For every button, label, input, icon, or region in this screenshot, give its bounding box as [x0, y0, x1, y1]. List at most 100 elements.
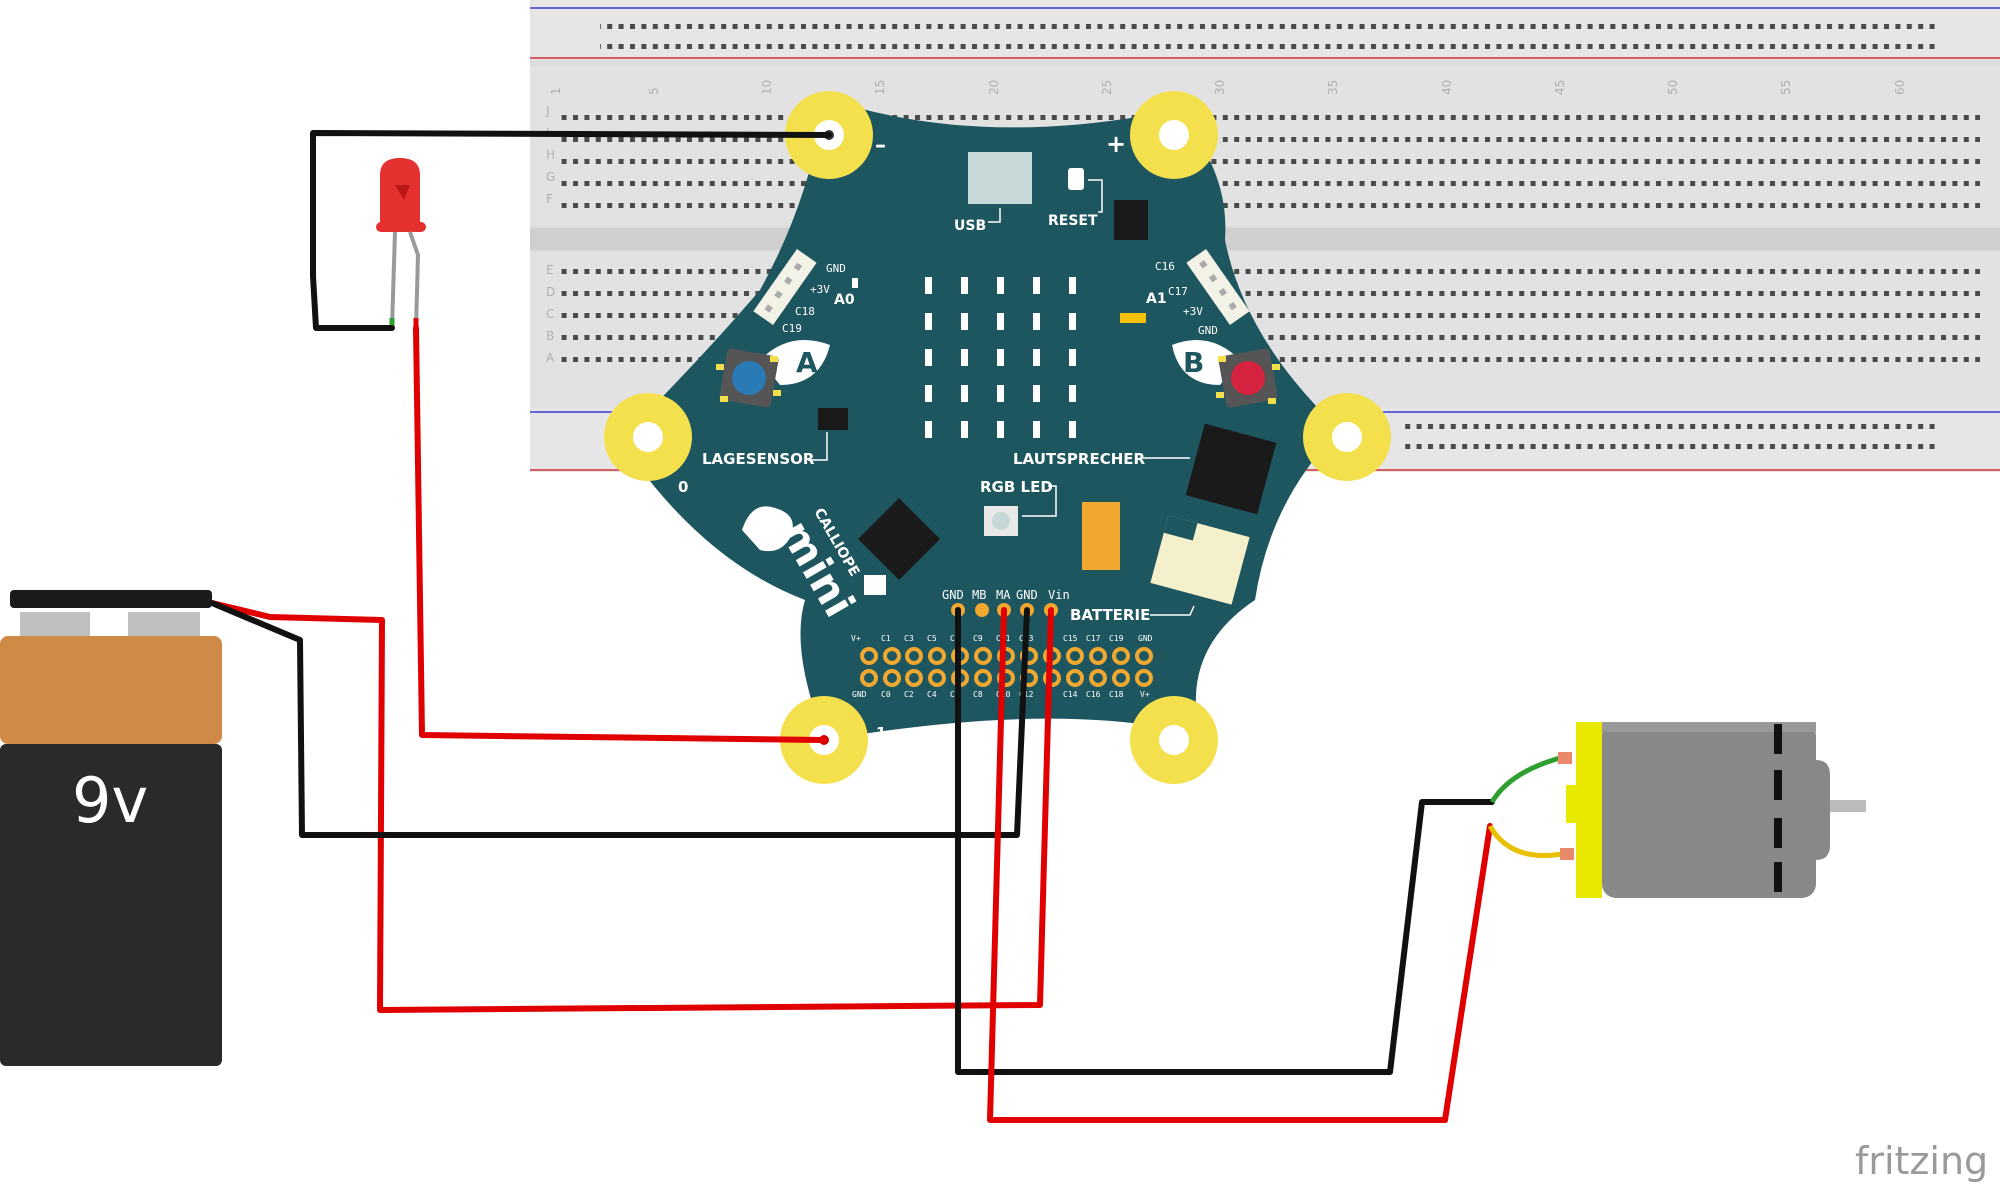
- pin-label-gnd-2: GND: [1016, 588, 1038, 602]
- row-letter: C: [546, 307, 554, 321]
- capacitor: [1082, 502, 1120, 570]
- col-num: 60: [1893, 80, 1907, 95]
- pad-3-label: 3: [1310, 478, 1320, 496]
- wires: [209, 130, 1495, 1123]
- mcu-chip: [857, 497, 941, 581]
- a1-label: A1: [1146, 291, 1167, 307]
- svg-text:C18: C18: [1109, 690, 1124, 699]
- chip: [1114, 200, 1148, 240]
- lautsprecher-label: LAUTSPRECHER: [1013, 450, 1146, 468]
- a0-label: A0: [834, 292, 855, 308]
- svg-text:C4: C4: [927, 690, 937, 699]
- calliope-mini-board: – + 0 1 2 3 USB RESET GND +3V C18 C19 A0…: [604, 91, 1391, 784]
- grove-c17-label: C17: [1168, 285, 1188, 298]
- reset-label: RESET: [1048, 213, 1098, 229]
- grove-gnd-label: GND: [826, 262, 846, 275]
- grove-c19-label: C19: [782, 322, 802, 335]
- pin-label-gnd: GND: [942, 588, 964, 602]
- header-pins[interactable]: [860, 647, 1153, 687]
- breadboard-column-numbers: 1 5 10 15 20 25 30 35 40 45 50 55 60: [549, 80, 1907, 95]
- rgb-led-label: RGB LED: [980, 478, 1053, 496]
- pad-0[interactable]: [604, 393, 692, 481]
- row-letter: B: [546, 329, 554, 343]
- pad-plus[interactable]: [1130, 91, 1218, 179]
- row-letter: F: [546, 192, 553, 206]
- row-letter: G: [546, 170, 555, 184]
- button-b-label: B: [1183, 346, 1204, 379]
- svg-text:C1: C1: [881, 634, 891, 643]
- grove-connector-a0[interactable]: [753, 248, 817, 326]
- reset-button[interactable]: [1068, 168, 1084, 190]
- col-num: 30: [1213, 80, 1227, 95]
- svg-text:C0: C0: [881, 690, 891, 699]
- col-num: 50: [1666, 80, 1680, 95]
- red-led[interactable]: [376, 158, 426, 330]
- pad-0-label: 0: [678, 478, 688, 496]
- pin-label-ma: MA: [996, 588, 1011, 602]
- row-letter: D: [546, 285, 555, 299]
- col-num: 5: [647, 87, 661, 95]
- fritzing-watermark: fritzing: [1855, 1139, 1988, 1183]
- speaker: [1185, 423, 1277, 515]
- grove-gnd-b-label: GND: [1198, 324, 1218, 337]
- pin-label-vin: Vin: [1048, 588, 1070, 602]
- led-matrix: [925, 277, 1076, 438]
- col-num: 25: [1100, 80, 1114, 95]
- svg-text:GND: GND: [1138, 634, 1153, 643]
- usb-label: USB: [954, 218, 986, 234]
- svg-text:V+: V+: [851, 634, 861, 643]
- pin-label-mb: MB: [972, 588, 986, 602]
- row-letter: A: [546, 351, 555, 365]
- col-num: 35: [1326, 80, 1340, 95]
- pad-2[interactable]: [1130, 696, 1218, 784]
- button-b[interactable]: [1172, 340, 1280, 408]
- col-num: 40: [1440, 80, 1454, 95]
- grove-3v-b-label: +3V: [1183, 305, 1203, 318]
- col-num: 1: [549, 87, 563, 95]
- battery-label: 9v: [72, 764, 148, 837]
- battery-9v[interactable]: 9v: [0, 590, 222, 1066]
- svg-text:C14: C14: [1063, 690, 1078, 699]
- svg-text:C3: C3: [904, 634, 914, 643]
- small-square: [864, 575, 886, 595]
- dc-motor[interactable]: [1487, 722, 1866, 898]
- position-sensor: [818, 408, 848, 430]
- wire-battery-plus: [209, 600, 1054, 1013]
- svg-text:C16: C16: [1086, 690, 1101, 699]
- battery-connector[interactable]: [1150, 515, 1250, 605]
- wire-led-gnd: [310, 130, 832, 331]
- col-num: 20: [987, 80, 1001, 95]
- usb-port[interactable]: [968, 152, 1032, 204]
- svg-text:C8: C8: [973, 690, 983, 699]
- bee-icon: [742, 506, 793, 552]
- grove-c16-label: C16: [1155, 260, 1175, 273]
- svg-text:C5: C5: [927, 634, 937, 643]
- row-letter: H: [546, 148, 555, 162]
- col-num: 45: [1553, 80, 1567, 95]
- col-num: 10: [760, 80, 774, 95]
- svg-text:C9: C9: [973, 634, 983, 643]
- svg-text:GND: GND: [852, 690, 867, 699]
- svg-text:C6: C6: [950, 690, 960, 699]
- row-letter: J: [545, 104, 550, 118]
- wire-led-pad1: [413, 325, 827, 743]
- batterie-label: BATTERIE: [1070, 606, 1150, 624]
- wire-motor-black: [955, 607, 1495, 1075]
- svg-text:C7: C7: [950, 634, 960, 643]
- wire-motor-red: [987, 607, 1493, 1123]
- svg-text:V+: V+: [1140, 690, 1150, 699]
- motor-pin-labels: GND MB MA GND Vin: [942, 588, 1070, 602]
- row-letter: E: [546, 263, 554, 277]
- grove-connector-a1[interactable]: [1186, 248, 1250, 326]
- pad-plus-label: +: [1106, 130, 1126, 158]
- pad-minus-label: –: [875, 133, 886, 158]
- grove-c18-label: C18: [795, 305, 815, 318]
- col-num: 55: [1779, 80, 1793, 95]
- pad-3[interactable]: [1303, 393, 1391, 481]
- pad-1-label: 1: [876, 724, 886, 742]
- button-a[interactable]: [716, 340, 830, 408]
- svg-text:C19: C19: [1109, 634, 1124, 643]
- svg-text:C2: C2: [904, 690, 914, 699]
- svg-text:C15: C15: [1063, 634, 1078, 643]
